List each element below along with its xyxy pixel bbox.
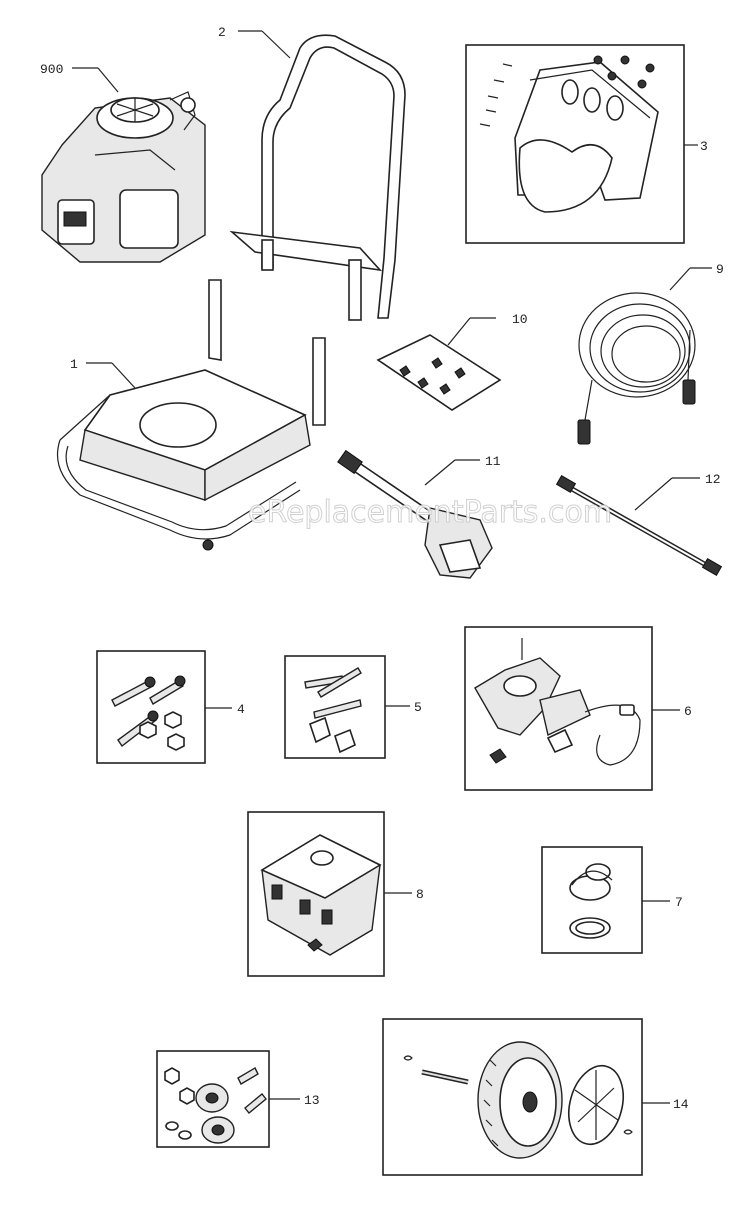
- part-8-tank[interactable]: [260, 834, 382, 956]
- callout-12: 12: [705, 472, 721, 487]
- part-6-pump[interactable]: [474, 638, 641, 766]
- part-1-frame[interactable]: [56, 279, 326, 551]
- callout-3: 3: [700, 139, 708, 154]
- callout-1: 1: [70, 357, 78, 372]
- callout-4: 4: [237, 702, 245, 717]
- part-5-hardware[interactable]: [304, 667, 362, 754]
- callout-9: 9: [716, 262, 724, 277]
- callout-11: 11: [485, 454, 501, 469]
- part-3-bracket[interactable]: [479, 55, 659, 213]
- part-11-spray-gun[interactable]: [337, 449, 493, 579]
- callout-900: 900: [40, 62, 63, 77]
- callout-7: 7: [675, 895, 683, 910]
- part-10-nozzle-bag[interactable]: [376, 334, 502, 411]
- part-14-wheel[interactable]: [403, 1041, 633, 1159]
- callout-13: 13: [304, 1093, 320, 1108]
- callout-2: 2: [218, 25, 226, 40]
- part-4-box: [96, 650, 206, 764]
- callout-10: 10: [512, 312, 528, 327]
- part-2-handle[interactable]: [229, 34, 406, 321]
- callout-5: 5: [414, 700, 422, 715]
- watermark: eReplacementParts.com: [248, 495, 612, 530]
- callout-14: 14: [673, 1097, 689, 1112]
- callout-6: 6: [684, 704, 692, 719]
- part-4-hardware[interactable]: [111, 675, 186, 751]
- part-12-wand[interactable]: [555, 474, 723, 577]
- callout-8: 8: [416, 887, 424, 902]
- part-13-hardware[interactable]: [164, 1067, 267, 1144]
- part-7-cap-gasket[interactable]: [569, 863, 613, 939]
- part-9-hose[interactable]: [577, 292, 696, 445]
- part-900-engine[interactable]: [41, 91, 206, 263]
